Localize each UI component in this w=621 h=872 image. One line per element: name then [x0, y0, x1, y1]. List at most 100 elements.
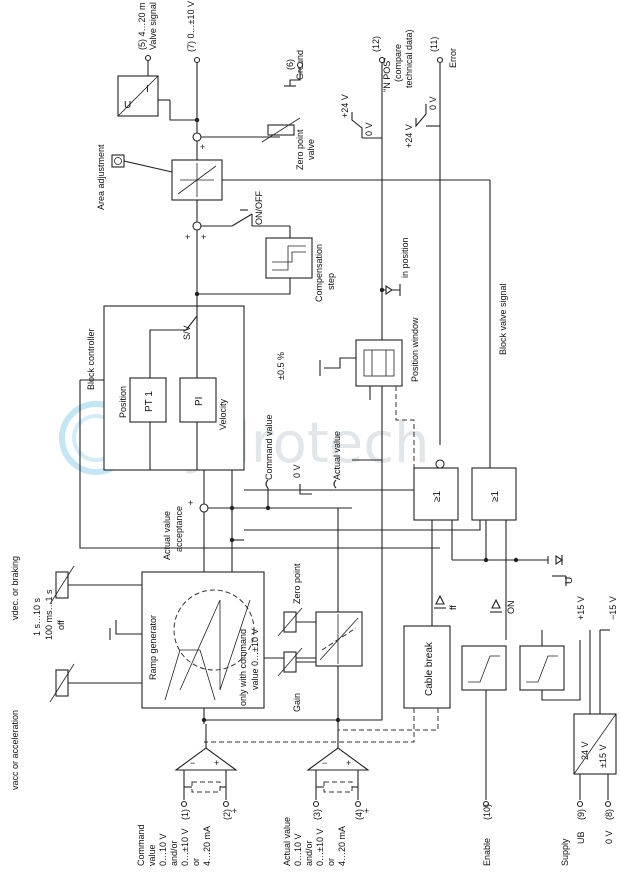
- times-2-label: 100 ms…1 s: [44, 589, 54, 640]
- actual-amplifier: [306, 747, 370, 771]
- p24v-b-label: +24 V: [404, 124, 414, 148]
- terminal-12-label: (12): [371, 36, 381, 52]
- actual-accept-label-2: acceptance: [174, 506, 184, 552]
- u-i-label-u: U: [124, 100, 131, 111]
- svg-text:4…20 mA: 4…20 mA: [337, 826, 347, 866]
- area-adjust-knob: [111, 154, 125, 168]
- terminal-2-label: (2): [222, 809, 232, 820]
- or-gate-1-invert: [435, 459, 445, 469]
- plus-15v-label: +15 V: [576, 596, 586, 620]
- times-3-label: off: [56, 620, 66, 630]
- on-label: ON: [506, 601, 516, 615]
- u-diode: [555, 554, 563, 566]
- vdec-label: vdec. or braking: [10, 556, 20, 620]
- actual-value-mid-label: Actual value: [332, 431, 342, 480]
- sum-junction-top: [192, 132, 202, 142]
- terminal-11: [436, 56, 444, 64]
- zero-point-label: Zero point: [292, 563, 302, 604]
- sv-label: S/V: [182, 325, 192, 340]
- cmd-amp-plus: +: [214, 758, 219, 768]
- sum-top-plus: +: [200, 142, 205, 152]
- enable-label: Enable: [482, 838, 492, 866]
- svg-text:4…20 mA: 4…20 mA: [202, 826, 212, 866]
- terminal-9-label: (9): [576, 809, 586, 820]
- terminal-7: [193, 56, 201, 64]
- terminal-10: [482, 800, 490, 808]
- terminal-5: [144, 54, 152, 62]
- cable-break-box: [403, 625, 451, 709]
- command-value-mid-label: Command value: [264, 414, 274, 480]
- terminal-7-label: (7) 0…±10 V: [186, 1, 196, 52]
- supply-label: Supply: [560, 838, 570, 866]
- compensation-label-2: step: [326, 273, 336, 290]
- svg-text:value: value: [147, 844, 157, 866]
- or-gate-2-label: ≥1: [490, 491, 501, 502]
- command-amplifier: [174, 747, 238, 771]
- cmd-terminal-plus: +: [232, 806, 237, 816]
- or-gate-2: [471, 467, 517, 521]
- supply-24v-label: 24 V: [580, 741, 590, 760]
- compensation-label: Compensation: [314, 244, 324, 302]
- terminal-11-label: (11): [429, 37, 439, 52]
- accept-plus: +: [188, 498, 193, 508]
- p24v-a-label: +24 V: [340, 94, 350, 118]
- in-position-diode: [385, 284, 393, 296]
- svg-text:0…10 V: 0…10 V: [158, 833, 168, 866]
- on-off-label: ON/OFF: [254, 191, 264, 225]
- terminal-1: [180, 800, 188, 808]
- svg-text:0…10 V: 0…10 V: [293, 833, 303, 866]
- terminal-10-label: (10): [482, 804, 492, 820]
- actual-accept-junction: [199, 503, 209, 513]
- svg-text:Command: Command: [136, 824, 146, 866]
- ramp-generator-box: [141, 571, 265, 709]
- pos-tolerance-label: ±0.5 %: [276, 352, 286, 380]
- cable-break-label: Cable break: [424, 641, 435, 696]
- zero-point-valve-label: Zero point: [295, 129, 305, 170]
- block-controller-label: Block controller: [86, 328, 96, 390]
- ff-label: ff: [448, 605, 458, 610]
- terminal-3: [312, 800, 320, 808]
- sum-mid-plus-a: +: [185, 232, 190, 242]
- area-adjustment-label: Area adjustment: [96, 144, 106, 210]
- npos-label: "N POS": [382, 58, 392, 92]
- or-gate-1-label: ≥1: [432, 491, 443, 502]
- pi-box: [179, 377, 217, 423]
- command-value-text: Command value 0…10 V and/or 0…±10 V or 4…: [136, 824, 212, 866]
- zero-v-mid-label: 0 V: [292, 464, 302, 478]
- act-amp-plus: +: [346, 758, 351, 768]
- u-i-label-i: I: [146, 84, 149, 95]
- terminal-6: [296, 61, 304, 69]
- sum-mid-plus-b: +: [201, 232, 206, 242]
- on-diode: [491, 598, 501, 609]
- ramp-note-1: only with command: [238, 629, 248, 706]
- npos-note-2: technical data): [404, 29, 414, 88]
- svg-text:and/or: and/or: [304, 840, 314, 866]
- enable-comparator: [461, 645, 507, 691]
- velocity-label: Velocity: [218, 398, 228, 430]
- terminal-9: [576, 800, 584, 808]
- terminal-4-label: (4): [354, 809, 364, 820]
- pt1-label: PT 1: [144, 391, 155, 412]
- pt1-box: [129, 377, 167, 423]
- zero-supply-label: 0 V: [604, 830, 614, 844]
- supply-comparator: [519, 645, 565, 691]
- npos-note-1: (compare: [393, 44, 403, 82]
- actual-value-text: Actual value 0…10 V and/or 0…±10 V or 4……: [282, 817, 347, 866]
- svg-text:0…±10 V: 0…±10 V: [180, 829, 190, 866]
- valve-signal-label: Valve signal: [148, 2, 158, 50]
- terminal-6-label: (6): [285, 59, 295, 70]
- terminal-4: [354, 800, 362, 808]
- or-gate-1: [413, 467, 459, 521]
- ramp-note-2: value 0…±10 V: [250, 629, 260, 690]
- zero-point-valve-label-2: valve: [306, 139, 316, 160]
- terminal-12: [378, 56, 386, 64]
- svg-text:or: or: [326, 858, 336, 866]
- zero-gain-box: [315, 611, 363, 667]
- ub-label: UB: [576, 831, 586, 844]
- svg-text:and/or: and/or: [169, 840, 179, 866]
- act-terminal-plus: +: [364, 806, 369, 816]
- gain-label: Gain: [292, 693, 302, 712]
- ramp-generator-label: Ramp generator: [148, 615, 158, 680]
